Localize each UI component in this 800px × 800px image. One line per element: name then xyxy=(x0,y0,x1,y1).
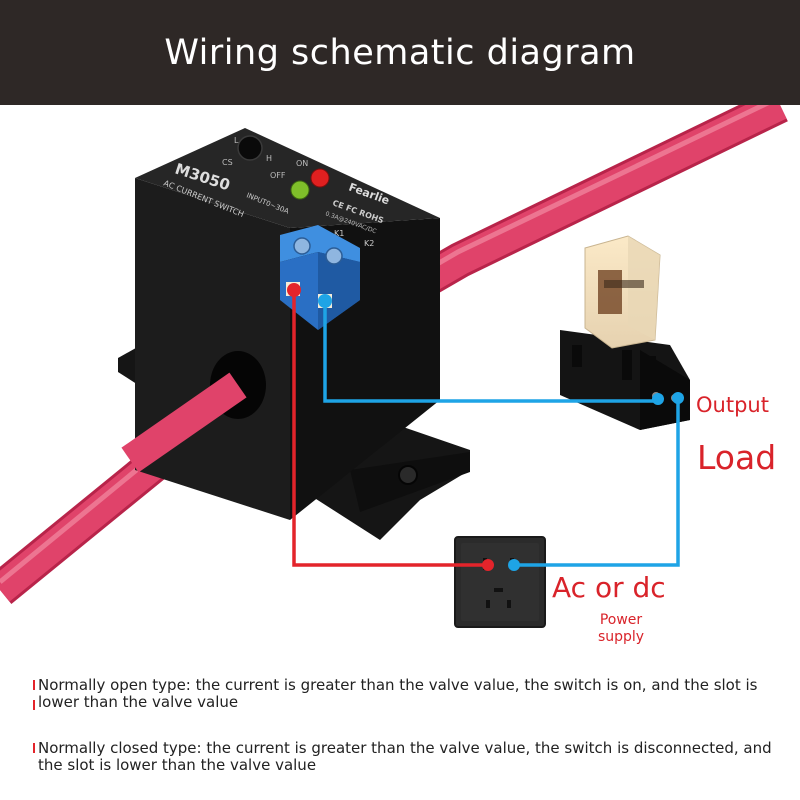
relay xyxy=(560,235,690,430)
blue-socket-dot-icon xyxy=(508,559,520,571)
led-label-off: OFF xyxy=(270,171,286,180)
red-terminal-dot-icon xyxy=(287,283,301,297)
blue-relay-dot-2-icon xyxy=(672,392,684,404)
off-led-icon xyxy=(290,180,310,200)
wall-socket xyxy=(454,536,546,628)
terminal-label-k1: K1 xyxy=(334,229,344,238)
knob-label-cs: CS xyxy=(222,158,233,167)
mounting-hole-icon xyxy=(398,465,418,485)
header-bar: Wiring schematic diagram xyxy=(0,0,800,105)
knob-label-l: L xyxy=(234,136,239,145)
red-wire xyxy=(287,283,494,571)
knob-label-h: H xyxy=(266,154,272,163)
note1-marker-top xyxy=(33,680,35,690)
screw-k1-icon xyxy=(293,237,311,255)
red-socket-dot-icon xyxy=(482,559,494,571)
note1-marker-bottom xyxy=(33,700,35,710)
blue-relay-dot-1-icon xyxy=(652,393,664,405)
terminal-label-k2: K2 xyxy=(364,239,374,248)
led-label-on: ON xyxy=(296,159,308,168)
note-normally-closed: Normally closed type: the current is gre… xyxy=(38,739,772,774)
blue-wire xyxy=(318,294,684,571)
power-supply-label: Power supply xyxy=(597,612,645,645)
wiring-diagram: M3050 AC CURRENT SWITCH INPUT0~30A Fearl… xyxy=(0,105,788,628)
device-front-face xyxy=(135,178,290,520)
output-label: Output xyxy=(696,393,769,417)
device-top-face xyxy=(135,128,440,228)
note-normally-open: Normally open type: the current is great… xyxy=(38,676,758,711)
screw-k2-icon xyxy=(325,247,343,265)
blue-terminal-dot-icon xyxy=(318,294,332,308)
adjust-knob-icon xyxy=(237,135,263,161)
note2-marker xyxy=(33,743,35,753)
on-led-icon xyxy=(310,168,330,188)
terminal-block xyxy=(280,225,360,330)
page-title: Wiring schematic diagram xyxy=(164,32,636,73)
ac-dc-label: Ac or dc xyxy=(552,571,666,604)
load-label: Load xyxy=(697,438,777,477)
